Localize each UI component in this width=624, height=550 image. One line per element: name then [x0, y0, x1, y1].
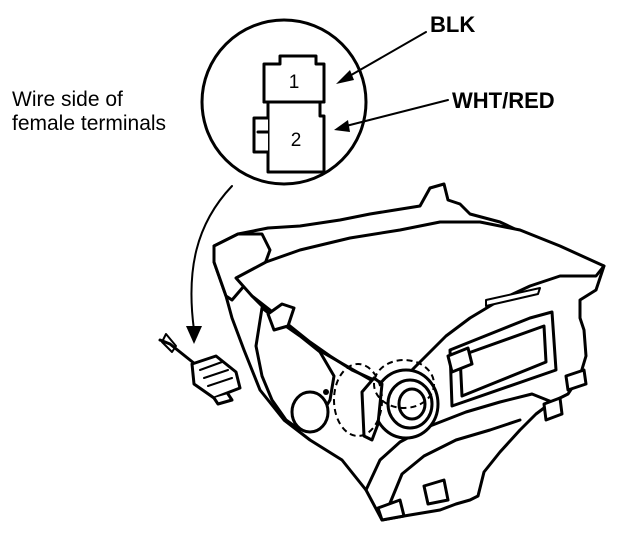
wht-red-leader — [345, 99, 449, 127]
dash-right-tab — [564, 368, 588, 392]
dash-round-hole — [290, 390, 330, 434]
dash-right-vent — [448, 310, 558, 408]
connector-lock-tab — [252, 116, 270, 154]
dash-panel-square — [446, 346, 474, 374]
connector-detail-callout: 1 2 — [200, 18, 368, 186]
harness-wire-tape — [161, 333, 177, 353]
harness-leader-curve — [190, 185, 233, 331]
dash-bottom-tab-right — [422, 478, 450, 506]
dashboard-assembly — [212, 182, 606, 522]
harness-leader-arrowhead — [186, 326, 202, 344]
pin-1-label: 1 — [289, 72, 300, 93]
dash-bottom-tab-left — [376, 498, 406, 522]
dash-right-vent-inner — [458, 324, 548, 398]
dash-lower-frame — [364, 392, 554, 492]
harness-plug-ribs — [199, 361, 233, 387]
dash-right-tab-lower — [542, 396, 564, 422]
blk-label: BLK — [430, 12, 475, 37]
wht-red-label: WHT/RED — [452, 88, 555, 113]
location-dashed-circle-left — [333, 363, 383, 437]
leader-lines — [186, 31, 449, 344]
dash-knob-inner — [397, 387, 427, 421]
connector-face — [262, 54, 326, 174]
wire-side-label-line1: Wire side of — [12, 88, 123, 111]
pin-2-label: 2 — [291, 130, 302, 151]
dash-left-tab — [266, 302, 296, 332]
blk-arrowhead — [336, 70, 354, 84]
harness-plug-body — [190, 354, 242, 400]
wire-side-label-line2: female terminals — [12, 112, 166, 135]
harness-connector — [158, 333, 242, 406]
location-dashed-circle-right — [373, 359, 435, 409]
dash-lower-frame-inner — [386, 418, 522, 510]
dash-hood-slot — [485, 287, 541, 307]
harness-plug-latch — [212, 392, 234, 406]
callout-labels: BLK WHT/RED Wire side of female terminal… — [12, 12, 555, 135]
blk-leader — [345, 31, 427, 79]
dash-detail-dot — [323, 389, 329, 395]
wht-red-arrowhead — [334, 120, 350, 132]
